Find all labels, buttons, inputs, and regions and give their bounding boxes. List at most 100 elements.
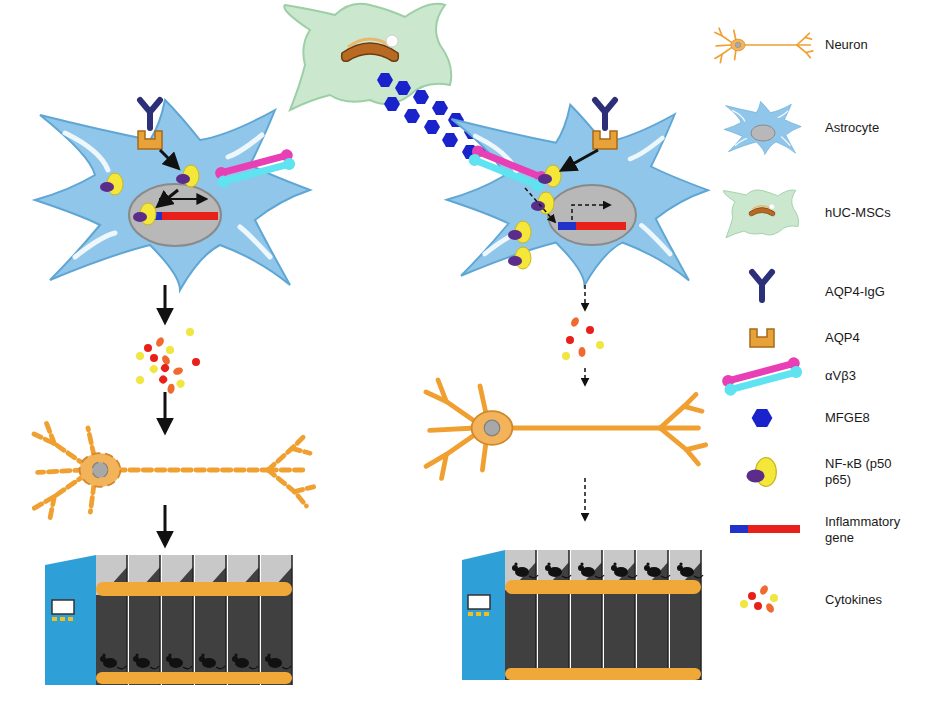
legend-icons-part	[723, 190, 798, 238]
cage-rack-left-part	[60, 617, 65, 621]
legend-icons-part	[730, 525, 748, 533]
right-pathway-part	[426, 380, 706, 478]
right-pathway-part	[596, 341, 604, 349]
astrocyte-left-part	[140, 100, 160, 128]
legend-icons-part	[752, 272, 772, 300]
legend-text: AQP4-IgG	[825, 284, 940, 300]
cage-rack-right-part	[484, 612, 489, 616]
astrocyte-left-part	[35, 100, 310, 290]
left-pathway-part	[136, 336, 174, 366]
right-pathway-part	[579, 347, 586, 357]
legend-text: Astrocyte	[825, 120, 940, 136]
right-pathway-part	[562, 352, 570, 360]
astrocyte-right-part	[525, 188, 555, 222]
cage-rack-left-part	[261, 555, 292, 685]
astrocyte-left-part	[160, 199, 206, 206]
astrocyte-left	[35, 100, 310, 290]
astrocyte-left-part	[214, 148, 297, 189]
cage-rack-left-part	[96, 555, 127, 685]
astrocyte-right-part	[508, 247, 531, 269]
cage-rack-right-part	[468, 612, 473, 616]
astrocyte-right-part	[572, 205, 610, 220]
legend-icons-part	[740, 584, 778, 614]
cage-rack-left-part	[52, 600, 74, 614]
cage-rack-left-part	[166, 653, 192, 668]
cage-rack-left-part	[100, 653, 126, 668]
cage-rack-left-part	[68, 617, 73, 621]
legend-item: MFGE8	[825, 410, 940, 426]
cage-rack-left-part	[265, 653, 291, 668]
cage-rack-right	[462, 550, 703, 680]
left-pathway-part	[192, 358, 200, 366]
cage-rack-left-part	[96, 582, 292, 596]
right-pathway-part	[566, 336, 574, 344]
astrocyte-right-part	[576, 222, 626, 230]
astrocyte-right-part	[558, 222, 576, 230]
left-pathway-part	[186, 328, 194, 336]
mfge8-stream-part	[384, 97, 400, 111]
cage-rack-right-part	[578, 562, 604, 577]
mfge8-stream-part	[432, 101, 448, 115]
legend-item: Inflammatory gene	[825, 514, 917, 546]
astrocyte-left-part	[176, 165, 199, 187]
legend-item: αVβ3	[825, 368, 940, 384]
mfge8-stream-part	[377, 73, 393, 87]
astrocyte-left-part	[133, 203, 156, 225]
cage-rack-left-part	[162, 555, 193, 685]
cage-rack-right-part	[644, 562, 670, 577]
legend-text: Inflammatory gene	[825, 514, 917, 546]
astrocyte-right-part	[447, 105, 708, 286]
right-pathway	[426, 285, 706, 520]
astrocyte-right-part	[467, 144, 549, 193]
cage-rack-right-part	[468, 595, 490, 609]
right-pathway-part	[584, 285, 586, 310]
astrocyte-right	[447, 100, 708, 285]
msc-cell	[284, 4, 451, 110]
astrocyte-left-part	[100, 173, 123, 195]
cage-rack-right-part	[462, 550, 505, 680]
legend-text: MFGE8	[825, 410, 940, 426]
legend-icons	[715, 28, 813, 614]
right-pathway-part	[569, 316, 580, 328]
legend-icons-part	[721, 356, 804, 397]
astrocyte-left-part	[160, 150, 178, 168]
msc-cell-part	[284, 4, 451, 110]
right-pathway-part	[586, 326, 594, 334]
astrocyte-left-part	[162, 212, 218, 220]
cage-rack-left-part	[52, 617, 57, 621]
astrocyte-right-part	[593, 131, 617, 149]
legend-item: AQP4	[825, 330, 940, 346]
astrocyte-right-part	[595, 100, 615, 128]
cage-rack-left-part	[96, 672, 292, 684]
left-pathway	[34, 285, 314, 545]
cage-rack-left-part	[133, 653, 159, 668]
cage-rack-left-part	[232, 653, 258, 668]
legend-item: hUC-MSCs	[825, 205, 940, 221]
legend-item: Astrocyte	[825, 120, 940, 136]
legend-item: AQP4-IgG	[825, 284, 940, 300]
legend-text: αVβ3	[825, 368, 940, 384]
left-pathway-part	[136, 376, 144, 384]
legend-item: NF-κB (p50 p65)	[825, 456, 897, 488]
right-pathway-part	[584, 478, 586, 520]
legend-icons-part	[751, 125, 775, 141]
cage-rack-left-part	[45, 555, 96, 685]
astrocyte-right-part	[531, 192, 554, 214]
left-pathway-part	[164, 285, 167, 322]
legend-icons-part	[752, 409, 773, 427]
cage-rack-right-part	[476, 612, 481, 616]
legend-text: AQP4	[825, 330, 940, 346]
cage-rack-right-part	[677, 562, 703, 577]
cage-rack-right-part	[611, 562, 637, 577]
astrocyte-right-part	[562, 150, 598, 170]
cage-rack-right-part	[512, 562, 538, 577]
astrocyte-right-part	[538, 165, 561, 187]
cage-rack-left-part	[195, 555, 226, 685]
mfge8-stream-part	[413, 90, 429, 104]
legend-icons-part	[715, 28, 813, 62]
left-pathway-part	[144, 351, 192, 399]
cage-rack-left	[45, 555, 292, 685]
mfge8-stream-part	[404, 109, 420, 123]
